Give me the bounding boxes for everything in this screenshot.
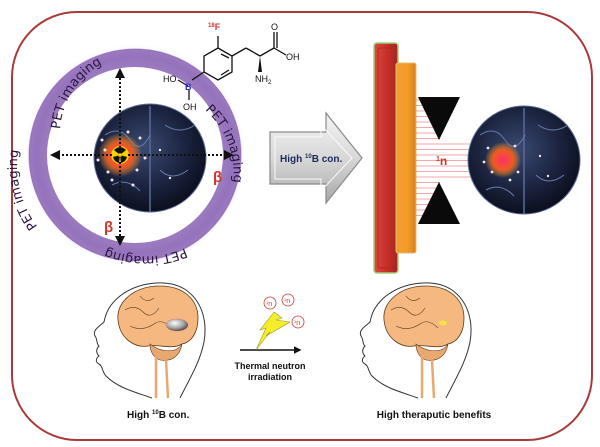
svg-text:High 10B con.: High 10B con.: [280, 154, 342, 165]
outer-frame: [11, 11, 593, 441]
process-label-line1: Thermal neutron: [234, 361, 305, 371]
high-boron-arrow: High 10B con.: [269, 111, 363, 205]
svg-text:1n: 1n: [294, 319, 300, 327]
right-caption: High theraputic benefits: [377, 410, 492, 421]
left-caption: High 10B con.: [127, 410, 189, 421]
svg-text:O: O: [271, 22, 278, 32]
fbpa-structure: [177, 32, 287, 100]
svg-text:NH2: NH2: [255, 74, 272, 86]
svg-text:18F: 18F: [208, 22, 221, 32]
lightning-bolt-icon: [255, 311, 291, 351]
boron-particles: [96, 130, 172, 187]
beta-label-right: β: [213, 169, 222, 186]
head-before-treatment: [93, 282, 206, 399]
brain-with-tracer: [93, 103, 207, 213]
collimator: [418, 97, 460, 224]
svg-text:OH: OH: [286, 52, 300, 62]
process-label-line2: irradiation: [248, 372, 292, 382]
irradiation-process: 1n 1n 1n Thermal neutron irradiation: [234, 293, 306, 382]
boron-accumulation: [165, 318, 189, 332]
svg-text:1n: 1n: [284, 297, 290, 305]
svg-text:B: B: [185, 82, 192, 92]
neutron-source: [373, 42, 417, 274]
neutron-label: 1n: [436, 154, 447, 168]
radiation-icon: [111, 146, 129, 164]
beta-label-bottom: β: [104, 219, 113, 236]
brain-target: [467, 105, 581, 215]
head-after-treatment: [359, 282, 472, 399]
svg-text:1n: 1n: [266, 300, 272, 308]
svg-text:HO: HO: [163, 74, 177, 84]
fbpa-labels: 18F O OH NH2 B HO OH: [163, 22, 300, 112]
beta-emission-arrows: [50, 68, 234, 246]
treated-tumor-spot: [439, 320, 447, 326]
neutron-particle-icons: 1n 1n 1n: [263, 293, 305, 329]
svg-text:OH: OH: [183, 102, 197, 112]
